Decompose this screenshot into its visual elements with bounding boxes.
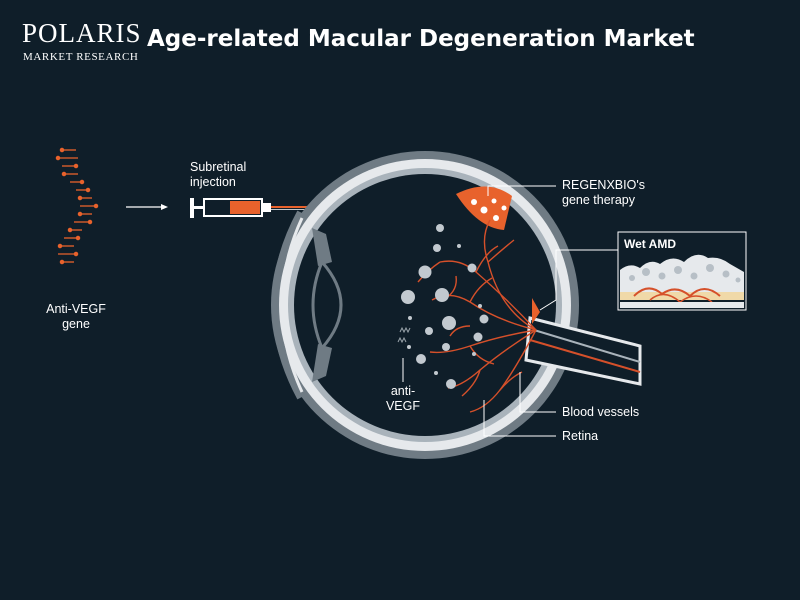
dna-helix-icon: [55, 147, 99, 265]
gene-label-line-1: Anti-VEGF: [46, 302, 106, 316]
gene-label-line-2: gene: [62, 317, 90, 331]
anti-vegf-label-line-2: VEGF: [385, 399, 421, 413]
anti-vegf-label-line-1: anti-: [390, 384, 416, 398]
injection-label-line-2: injection: [190, 175, 236, 189]
therapy-label-line-2: gene therapy: [562, 193, 635, 207]
retina-label: Retina: [562, 429, 599, 443]
gene-label: Anti-VEGF gene: [36, 302, 116, 332]
wet-amd-inset: [617, 231, 747, 311]
callout-lines: [402, 185, 618, 437]
wet-amd-label: Wet AMD: [624, 237, 676, 251]
anti-vegf-label: anti- VEGF: [378, 384, 428, 414]
injection-label-line-1: Subretinal: [190, 160, 247, 174]
arrow-icon: [126, 204, 168, 210]
vector-particles: [401, 224, 489, 389]
blood-vessels-label: Blood vessels: [562, 405, 640, 419]
injection-label: Subretinal injection: [190, 160, 246, 190]
gene-therapy-bleb: [456, 186, 512, 230]
macula-marker: [532, 298, 540, 324]
logo-wordmark: POLARIS: [22, 18, 142, 48]
therapy-label-line-1: REGENXBIO's: [562, 178, 645, 192]
therapy-label: REGENXBIO's gene therapy: [562, 178, 645, 208]
logo-subtitle: MARKET RESEARCH: [23, 51, 139, 63]
anti-vegf-molecule-icon: [397, 326, 411, 344]
page-title: Age-related Macular Degeneration Market: [147, 26, 695, 52]
